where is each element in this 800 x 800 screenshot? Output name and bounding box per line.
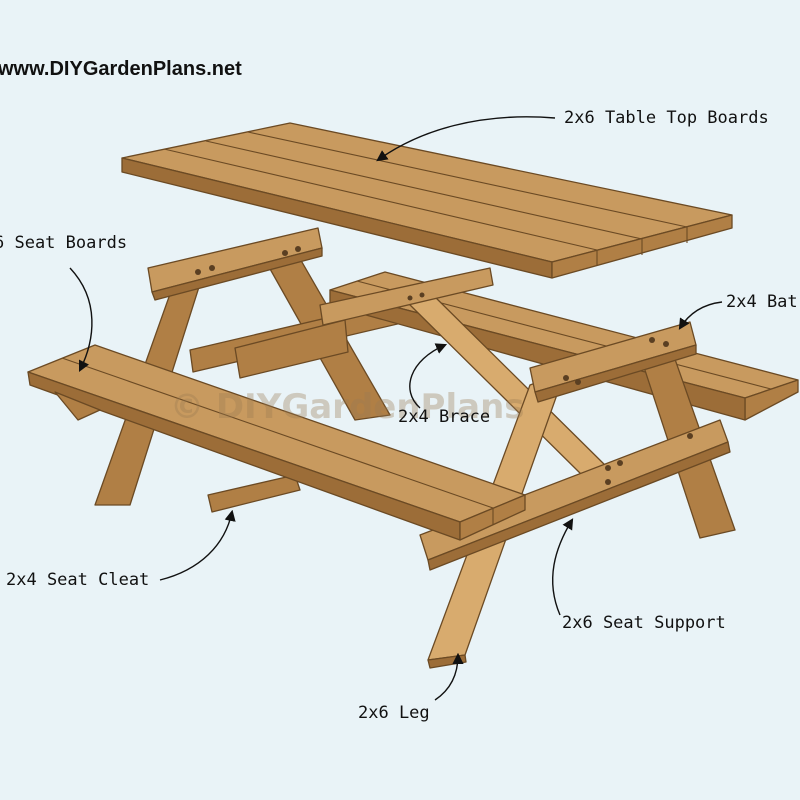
- front-seat: [27, 344, 526, 541]
- back-brace-plate: [234, 319, 349, 379]
- label-table-top-boards: 2x6 Table Top Boards: [564, 108, 769, 128]
- label-seat-boards: 6 Seat Boards: [0, 233, 128, 253]
- site-url: www.DIYGardenPlans.net: [0, 58, 242, 80]
- table-top: [121, 122, 733, 279]
- leader-brace: [409, 343, 448, 409]
- label-seat-cleat: 2x4 Seat Cleat: [6, 570, 150, 590]
- center-batten: [319, 267, 494, 326]
- leader-batten: [678, 301, 723, 330]
- watermark: © DIYGardenPlans: [170, 387, 525, 427]
- seat-cleat: [207, 474, 301, 513]
- label-brace: 2x4 Brace: [398, 407, 491, 427]
- label-seat-support: 2x6 Seat Support: [562, 613, 726, 633]
- leader-seat-support: [551, 518, 574, 616]
- leader-seat-boards: [69, 267, 93, 373]
- label-batten: 2x4 Bat: [726, 292, 798, 312]
- leader-table-top: [376, 116, 556, 162]
- label-leg: 2x6 Leg: [358, 703, 430, 723]
- leader-leg: [434, 652, 464, 701]
- leader-seat-cleat: [159, 509, 236, 581]
